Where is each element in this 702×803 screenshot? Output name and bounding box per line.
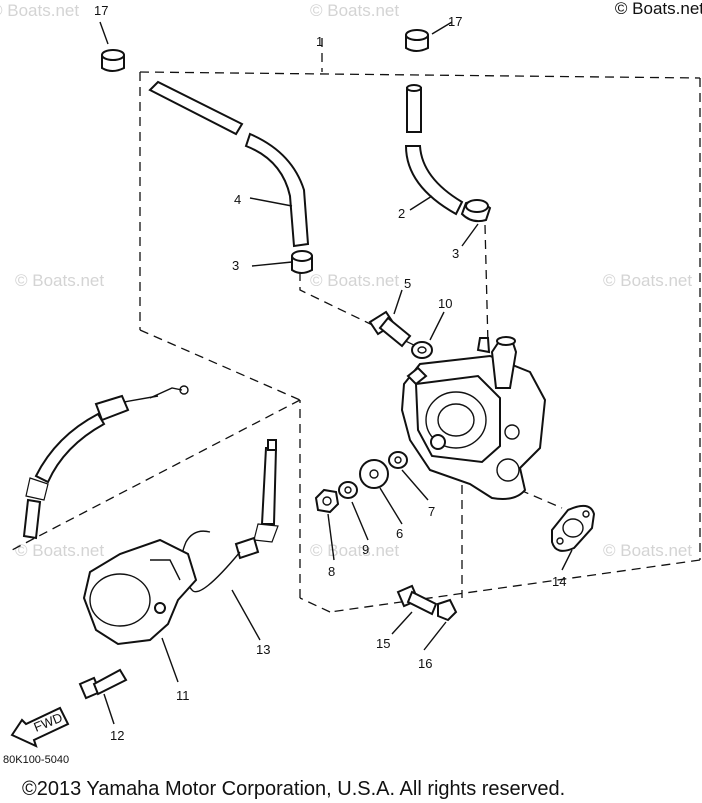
- callout-6: 6: [396, 526, 403, 541]
- callout-17: 17: [448, 14, 462, 29]
- copyright-notice: ©2013 Yamaha Motor Corporation, U.S.A. A…: [22, 778, 566, 800]
- fuel-hose-part-4: [148, 80, 310, 248]
- watermark: © Boats.net: [310, 1, 399, 20]
- callout-14: 14: [552, 574, 566, 589]
- watermarks: © Boats.net © Boats.net © Boats.net © Bo…: [0, 1, 692, 560]
- diagram-code: 80K100-5040: [3, 754, 70, 766]
- callout-10: 10: [438, 296, 452, 311]
- callout-16: 16: [418, 656, 432, 671]
- bolt-part-12: [78, 668, 128, 700]
- fwd-arrow-icon: FWD: [10, 706, 70, 748]
- leader-lines: [99, 21, 573, 725]
- callout-17: 17: [94, 3, 108, 18]
- callout-8: 8: [328, 564, 335, 579]
- watermark: © Boats.net: [0, 1, 79, 20]
- fuel-pump-body: [400, 336, 547, 500]
- clip-part-3-left: [291, 250, 313, 274]
- fuel-hose-part-2: [404, 84, 464, 216]
- clip-part-3-right: [460, 199, 492, 223]
- callout-9: 9: [362, 542, 369, 557]
- callout-7: 7: [428, 504, 435, 519]
- cap-part-17-left: [101, 49, 125, 72]
- watermark: © Boats.net: [310, 541, 399, 560]
- sensor-lead-part-13: [180, 439, 279, 593]
- watermark: © Boats.net: [15, 541, 104, 560]
- washer-part-9: [338, 481, 358, 499]
- callout-12: 12: [110, 728, 124, 743]
- watermark: © Boats.net: [603, 271, 692, 290]
- fuel-line-fitting: [22, 385, 189, 540]
- watermark: © Boats.net: [603, 541, 692, 560]
- washer-part-16: [437, 598, 458, 622]
- callout-4: 4: [234, 192, 241, 207]
- brand-label: © Boats.net: [614, 0, 702, 18]
- washer-part-7: [388, 451, 408, 469]
- assembly-outline: [11, 38, 701, 613]
- callout-labels: 17 17 1 4 2 3 3 5 10 7 6 9 8 14 15 16 13…: [94, 3, 566, 743]
- callout-3: 3: [232, 258, 239, 273]
- callout-15: 15: [376, 636, 390, 651]
- pump-cover-part-11: [82, 538, 198, 646]
- callout-3: 3: [452, 246, 459, 261]
- callout-13: 13: [256, 642, 270, 657]
- cap-part-17-right: [405, 29, 429, 52]
- callout-11: 11: [176, 688, 190, 703]
- callout-1: 1: [316, 34, 323, 49]
- callout-5: 5: [404, 276, 411, 291]
- bolt-part-5: [368, 310, 412, 348]
- watermark: © Boats.net: [15, 271, 104, 290]
- watermark: © Boats.net: [310, 271, 399, 290]
- gasket-part-14: [551, 504, 596, 552]
- bolt-part-15: [396, 584, 438, 616]
- callout-2: 2: [398, 206, 405, 221]
- diaphragm-plate-part-6: [359, 459, 389, 489]
- nut-part-8: [314, 488, 340, 514]
- washer-part-10: [411, 341, 433, 359]
